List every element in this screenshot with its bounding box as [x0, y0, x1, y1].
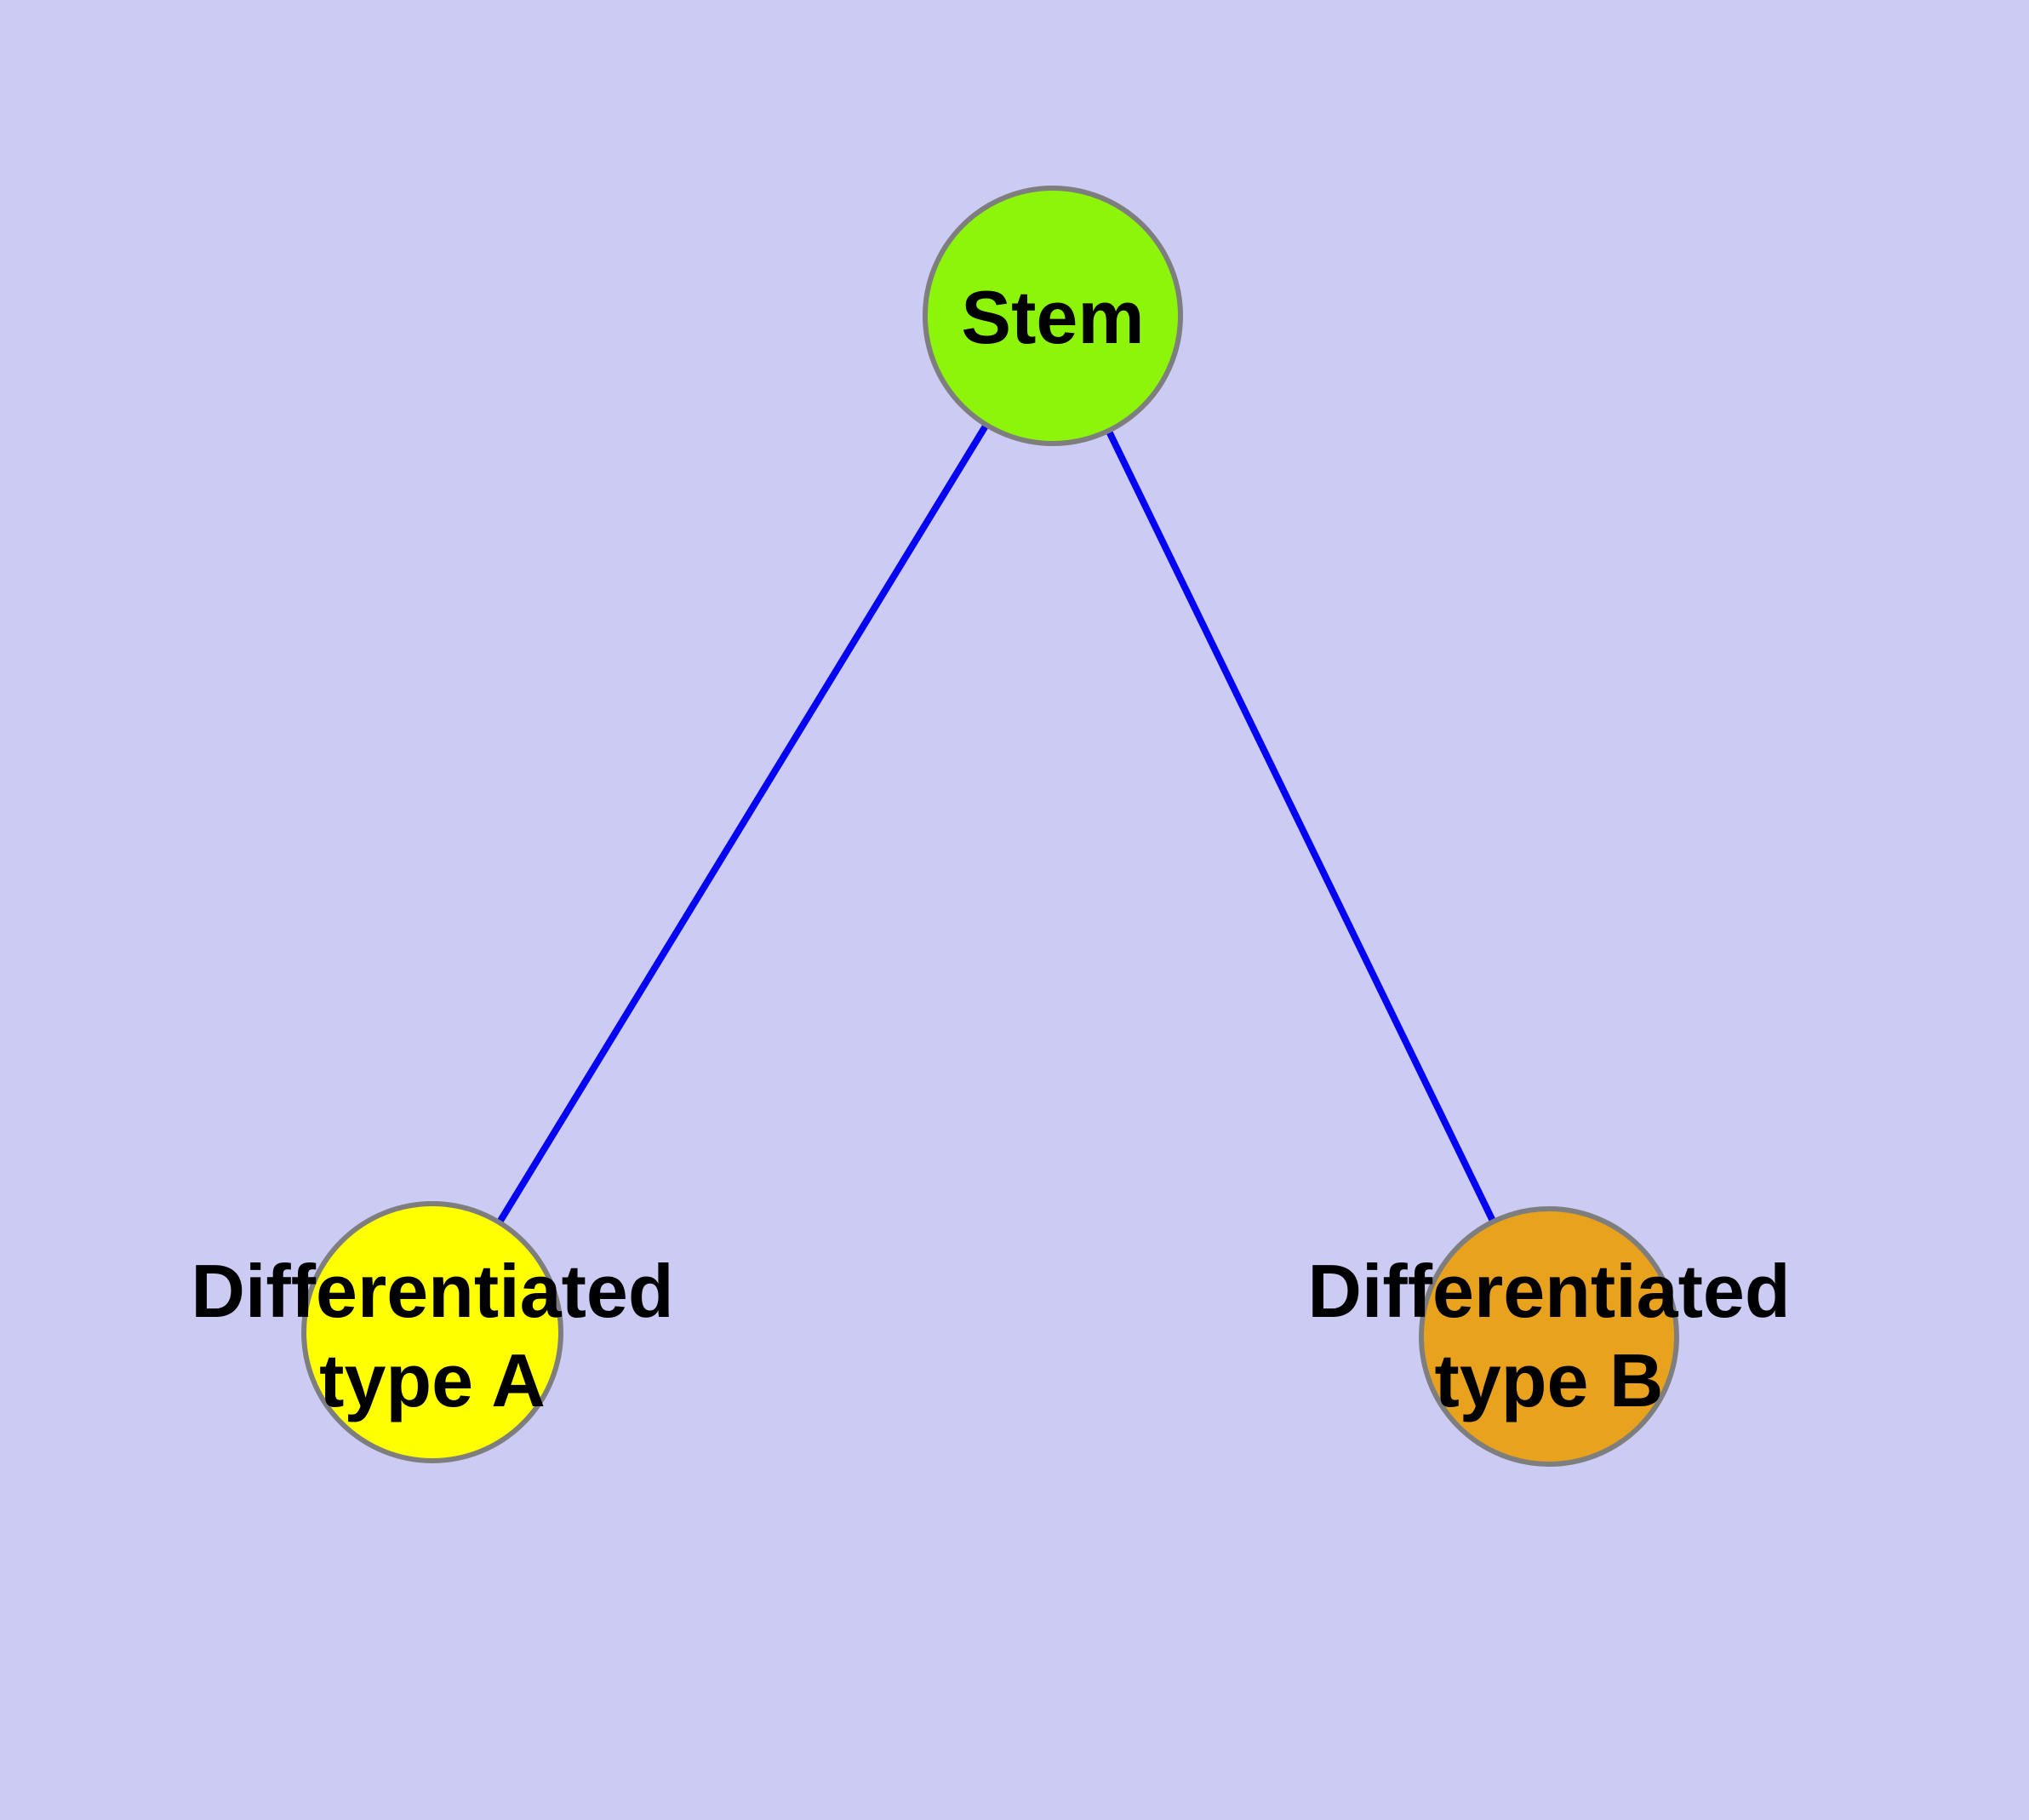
edge-stem-to-type-a [429, 313, 1056, 1335]
node-stem-circle [923, 186, 1183, 446]
node-type-a-circle [301, 1201, 563, 1463]
node-type-b-label-line1: Differentiated [1307, 1249, 1790, 1333]
node-type-a-label-line2: type A [319, 1338, 546, 1422]
node-type-b-label-line2: type B [1435, 1338, 1664, 1422]
node-type-b-circle [1419, 1206, 1679, 1467]
node-type-a-label-line1: Differentiated [191, 1249, 673, 1333]
edge-stem-to-type-b [1049, 314, 1552, 1338]
node-stem-label: Stem [961, 275, 1144, 359]
